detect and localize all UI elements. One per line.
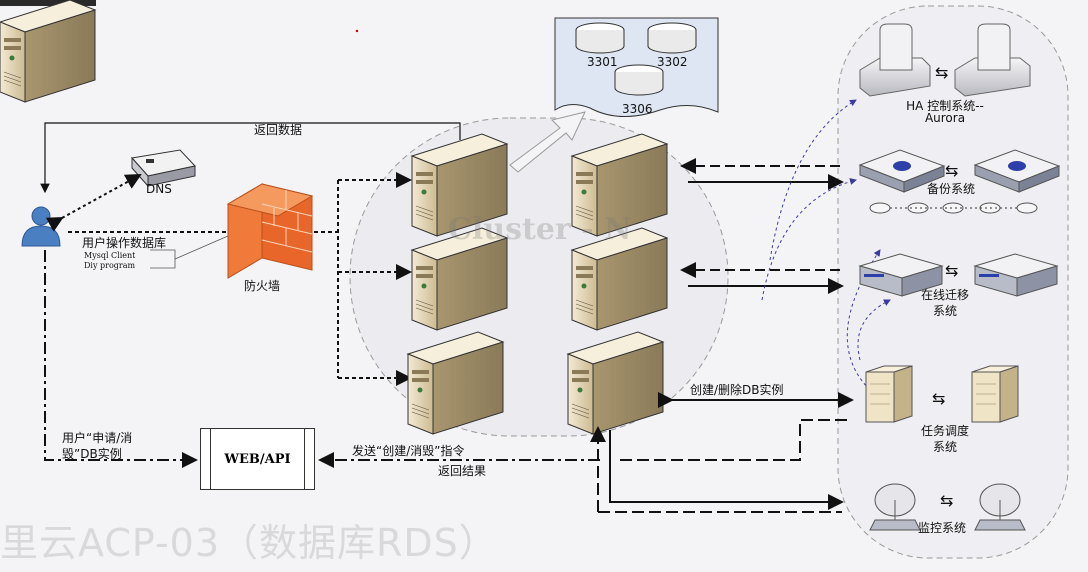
db-cylinder-3301 (575, 22, 625, 54)
ha-tower-left-icon (859, 23, 931, 97)
user-icon (21, 206, 61, 247)
ha-label-2: Aurora (924, 111, 966, 125)
user-dns-line (45, 174, 142, 232)
user-apply-label-2: 毁”DB实例 (62, 447, 122, 461)
migrate-label-2: 系统 (932, 304, 957, 318)
scheduler-label-1: 任务调度 (920, 424, 969, 438)
svg-text:⇆: ⇆ (932, 389, 945, 408)
web-api-box: WEB/API (200, 428, 315, 490)
port-3301-label: 3301 (587, 55, 618, 69)
monitor-label: 监控系统 (918, 521, 967, 535)
client-bracket (150, 249, 176, 269)
firewall-label: 防火墙 (244, 279, 281, 293)
scheduler-label-2: 系统 (932, 440, 957, 454)
scheduler-line (620, 419, 852, 461)
return-result-label: 返回结果 (438, 464, 487, 478)
monitor-dish-left-icon (869, 483, 921, 531)
backup-device-right-icon (973, 149, 1061, 193)
return-data-line (40, 122, 461, 194)
db-instances-box (554, 17, 719, 118)
user-db-op-label: 用户操作数据库 (82, 236, 167, 250)
firewall-icon (226, 183, 314, 279)
user-apply-label-1: 用户“申请/消 (62, 431, 133, 445)
web-api-label: WEB/API (224, 451, 291, 467)
svg-text:⇆: ⇆ (935, 63, 948, 82)
svg-text:⇆: ⇆ (945, 161, 958, 180)
dns-label: DNS (146, 182, 172, 196)
migrate-device-left-icon (858, 253, 944, 297)
port-3302-label: 3302 (657, 55, 688, 69)
scheduler-server-right-icon (971, 365, 1019, 423)
monitor-dish-right-icon (974, 483, 1026, 531)
server-icon (0, 0, 97, 103)
send-command-label: 发送“创建/消毁”指令 (352, 444, 465, 458)
scheduler-server-left-icon (865, 365, 913, 423)
svg-text:⇆: ⇆ (940, 491, 953, 510)
return-data-label: 返回数据 (254, 123, 303, 137)
create-delete-label: 创建/删除DB实例 (690, 383, 784, 397)
db-cylinder-3306 (614, 64, 664, 96)
watermark-text: 里云ACP-03（数据库RDS） (0, 521, 498, 565)
ha-tower-right-icon (954, 23, 1031, 97)
db-arrow (509, 111, 586, 173)
diy-program-label: Diy program (84, 261, 136, 270)
svg-text:⇆: ⇆ (945, 261, 958, 280)
migrate-device-right-icon (973, 253, 1059, 297)
cluster-label: Cluster - N (448, 212, 632, 247)
port-3306-label: 3306 (622, 102, 653, 116)
dns-device-icon (131, 149, 196, 188)
backup-disks (869, 202, 1038, 214)
user-webapi-line (44, 250, 198, 468)
mysql-client-label: Mysql Client (84, 251, 136, 260)
migrate-label-1: 在线迁移 (920, 288, 969, 302)
pair-arrows: ⇆ ⇆ ⇆ ⇆ ⇆ (932, 63, 958, 510)
ha-label-1: HA 控制系统-- (906, 99, 984, 113)
db-cylinder-3302 (647, 22, 697, 54)
backup-device-left-icon (858, 149, 946, 193)
backup-label: 备份系统 (927, 182, 976, 196)
cluster-region (349, 117, 729, 437)
corner-bar (0, 0, 96, 6)
